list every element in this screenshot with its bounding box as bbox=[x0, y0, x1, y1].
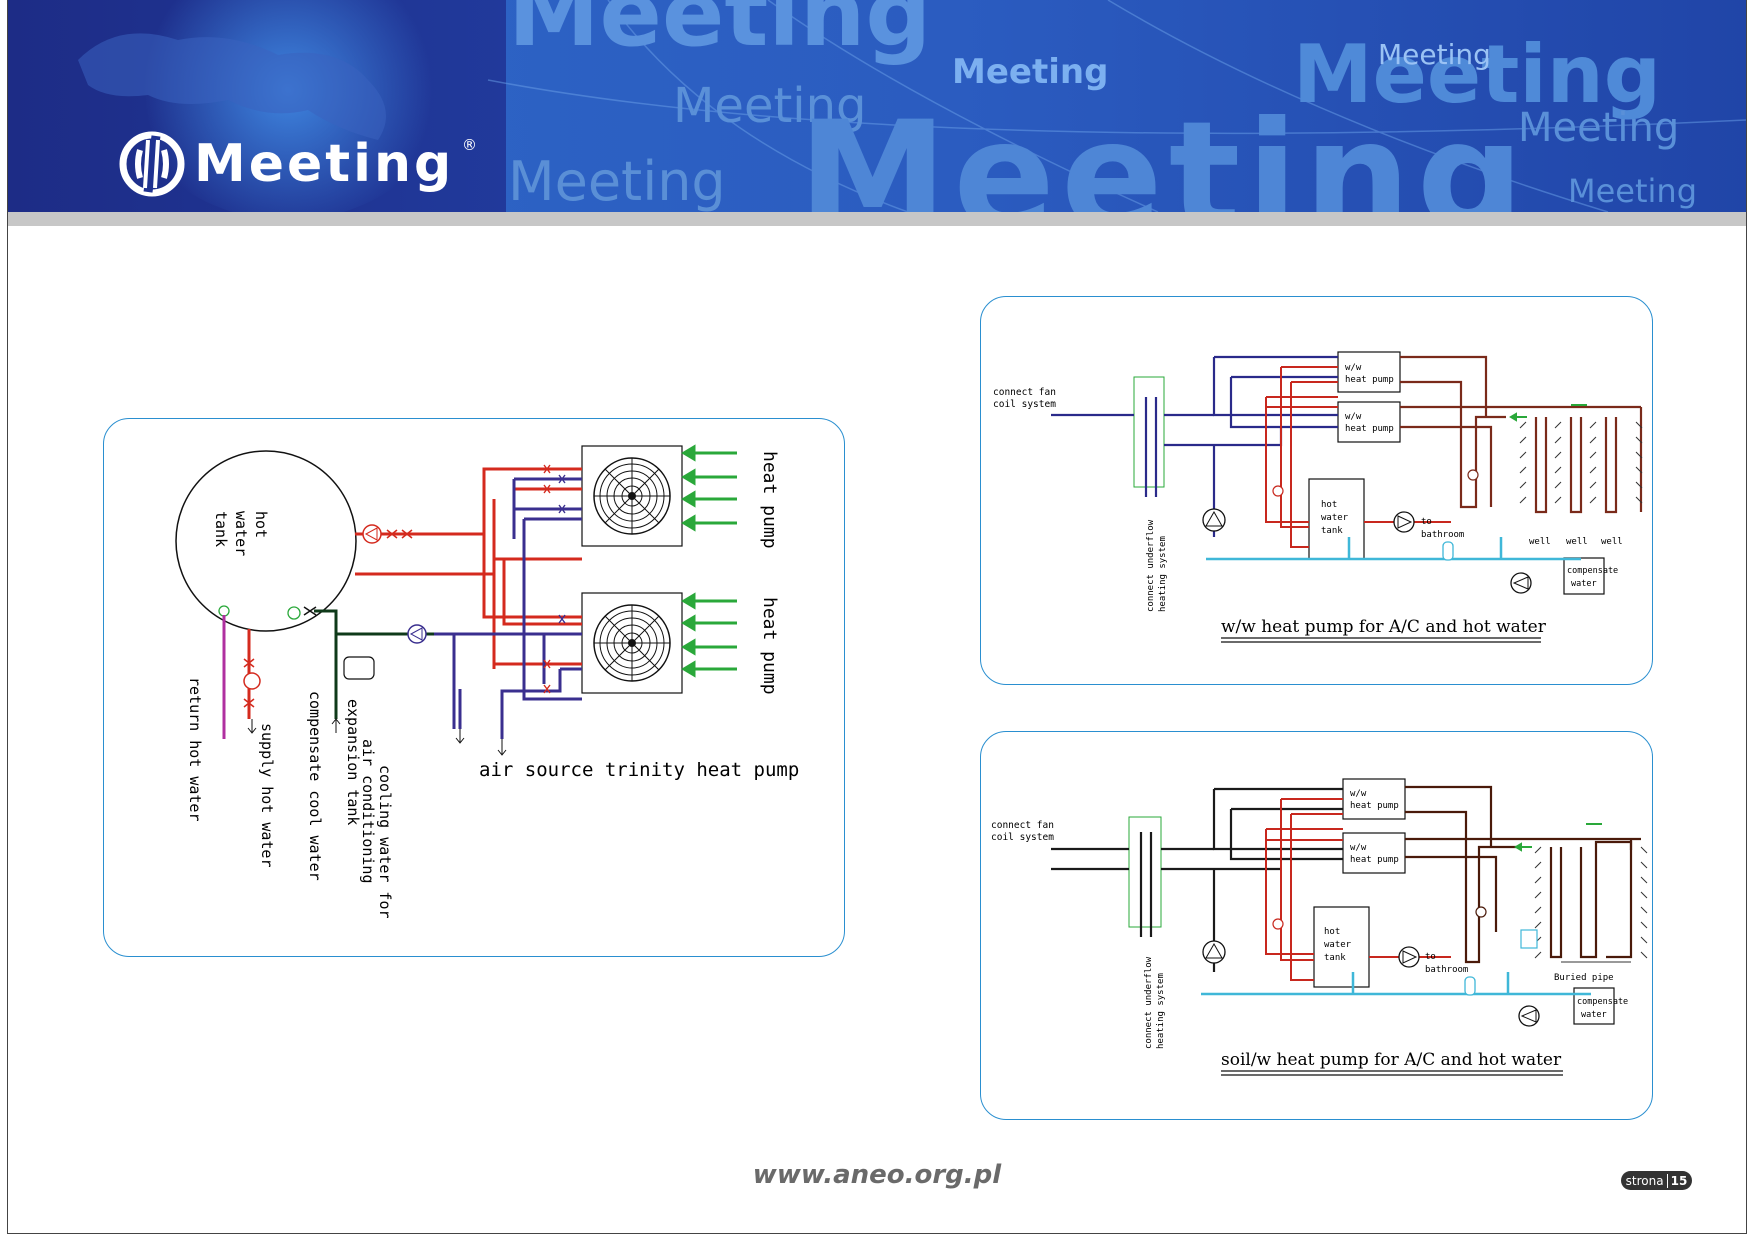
unit-2-line-1: w/w bbox=[1350, 843, 1367, 853]
return-hot-water-label: return hot water bbox=[186, 677, 204, 822]
tank-label: hot bbox=[1321, 500, 1337, 510]
heat-pump-unit-1 bbox=[581, 445, 683, 547]
tank-label: hot bbox=[252, 511, 270, 538]
footer-url[interactable]: www.aneo.org.pl bbox=[752, 1160, 1002, 1190]
diagram-card-ww: connect fan coil system w/w heat pump w/… bbox=[980, 296, 1653, 685]
hot-water-tank bbox=[175, 450, 357, 632]
banner-strip bbox=[8, 212, 1746, 226]
tank-label: water bbox=[232, 511, 250, 556]
water-label: water bbox=[1581, 1010, 1607, 1020]
buried-pipe-label: Buried pipe bbox=[1554, 973, 1614, 983]
expansion-tank bbox=[343, 656, 375, 680]
air-source-diagram: hot water tank heat pump heat pump retur… bbox=[175, 444, 799, 919]
meeting-logo-icon bbox=[119, 131, 185, 197]
to-label: to bbox=[1425, 952, 1436, 962]
banner-watermark: Meeting bbox=[1378, 38, 1491, 71]
unit-2-line-1: w/w bbox=[1345, 412, 1362, 422]
well-label: well bbox=[1601, 537, 1623, 547]
tank-label: water bbox=[1321, 513, 1349, 523]
page-label: strona bbox=[1625, 1173, 1664, 1188]
well-label: well bbox=[1529, 537, 1551, 547]
coil-system-label: coil system bbox=[991, 832, 1054, 843]
tank-label: hot bbox=[1324, 927, 1340, 937]
bathroom-label: bathroom bbox=[1425, 965, 1468, 975]
compensate-label: compensate bbox=[1567, 566, 1618, 576]
expansion-tank-label: expansion tank bbox=[344, 699, 362, 825]
underfloor-label-2: heating system bbox=[1158, 536, 1168, 612]
unit-1-line-1: w/w bbox=[1350, 789, 1367, 799]
heat-pump-label-1: heat pump bbox=[759, 451, 780, 549]
air-conditioning-label: air conditioning bbox=[359, 739, 377, 884]
to-label: to bbox=[1421, 517, 1432, 527]
underfloor-label-1: connect underflow bbox=[1144, 956, 1154, 1049]
diagram-title: air source trinity heat pump bbox=[479, 759, 799, 781]
cooling-water-label: cooling water for bbox=[376, 765, 394, 919]
diagram-card-air-source: hot water tank heat pump heat pump retur… bbox=[103, 418, 845, 957]
banner-watermark: Meeting bbox=[508, 0, 932, 67]
compensate-label: compensate bbox=[1577, 997, 1628, 1007]
page-number-badge: strona 15 bbox=[1621, 1171, 1692, 1190]
connect-fan-label: connect fan bbox=[993, 387, 1056, 398]
tank-label: tank bbox=[212, 511, 230, 547]
banner-watermark: Meeting bbox=[673, 78, 867, 134]
diagram-card-soil: connect fan coil system w/w heat pump w/… bbox=[980, 731, 1653, 1120]
banner-watermark: Meeting bbox=[952, 52, 1109, 92]
banner-watermark: Meeting bbox=[1518, 105, 1680, 151]
unit-1-line-2: heat pump bbox=[1350, 801, 1399, 811]
unit-2-line-2: heat pump bbox=[1345, 424, 1394, 434]
soil-diagram: connect fan coil system w/w heat pump w/… bbox=[991, 778, 1648, 1076]
banner-world-map bbox=[78, 0, 1746, 212]
banner-watermark: Meeting bbox=[508, 150, 726, 212]
unit-1-line-2: heat pump bbox=[1345, 375, 1394, 385]
well-label: well bbox=[1566, 537, 1588, 547]
banner-watermark: Meeting bbox=[1568, 172, 1698, 210]
unit-1-line-1: w/w bbox=[1345, 363, 1362, 373]
diagram-title: soil/w heat pump for A/C and hot water bbox=[1221, 1050, 1562, 1070]
connect-fan-label: connect fan bbox=[991, 820, 1054, 831]
unit-2-line-2: heat pump bbox=[1350, 855, 1399, 865]
tank-label: water bbox=[1324, 940, 1352, 950]
tank-label: tank bbox=[1324, 953, 1346, 963]
compensate-cool-water-label: compensate cool water bbox=[306, 691, 324, 881]
brand-name: Meeting bbox=[194, 134, 455, 194]
ww-diagram: connect fan coil system w/w heat pump w/… bbox=[993, 351, 1643, 643]
banner-watermark: Meeting bbox=[798, 90, 1531, 212]
coil-system-label: coil system bbox=[993, 399, 1056, 410]
bathroom-label: bathroom bbox=[1421, 530, 1464, 540]
brand-logo: Meeting bbox=[118, 130, 454, 198]
heat-pump-label-2: heat pump bbox=[759, 597, 780, 695]
banner-watermark: Meeting bbox=[1293, 28, 1662, 121]
tank-label: tank bbox=[1321, 526, 1343, 536]
heat-pump-unit-2 bbox=[581, 592, 683, 694]
water-label: water bbox=[1571, 579, 1597, 589]
diagram-title: w/w heat pump for A/C and hot water bbox=[1221, 617, 1547, 637]
registered-mark: ® bbox=[462, 136, 477, 154]
underfloor-label-2: heating system bbox=[1156, 973, 1166, 1049]
underfloor-label-1: connect underflow bbox=[1146, 519, 1156, 612]
supply-hot-water-label: supply hot water bbox=[258, 723, 276, 868]
page-number: 15 bbox=[1666, 1173, 1687, 1188]
